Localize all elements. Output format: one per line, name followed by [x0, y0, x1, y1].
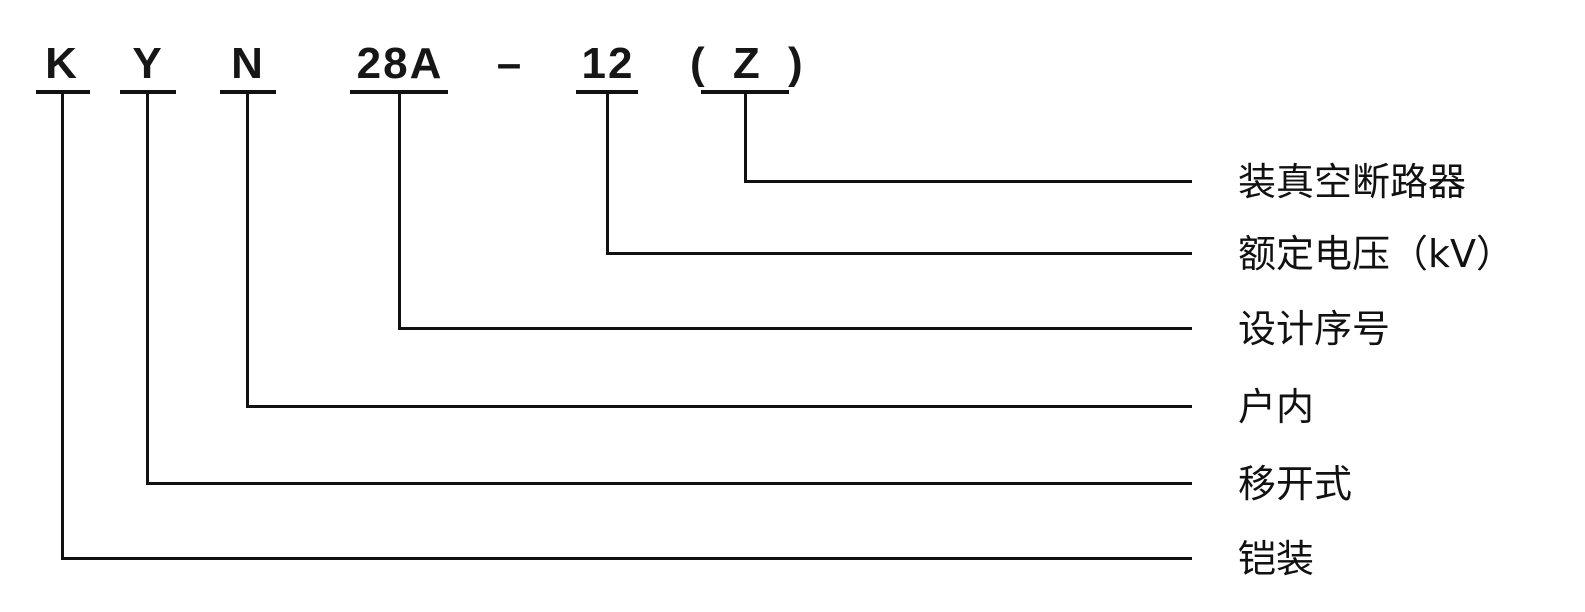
code-segment-n: N — [231, 39, 265, 88]
meaning-label-design-series: 设计序号 — [1238, 307, 1391, 351]
connector-k-horizontal — [61, 557, 1192, 560]
code-segment-z: ( Z ) — [690, 39, 811, 88]
connector-12-horizontal — [606, 252, 1192, 255]
connector-n-vertical — [246, 90, 249, 408]
code-segment-12: 12 — [581, 39, 635, 88]
meaning-label-withdrawable: 移开式 — [1238, 462, 1353, 506]
connector-n-horizontal — [246, 405, 1192, 408]
code-segment-y: Y — [132, 39, 164, 88]
meaning-label-indoor: 户内 — [1238, 385, 1315, 429]
connector-28a-horizontal — [398, 327, 1192, 330]
connector-z-horizontal — [744, 180, 1192, 183]
meaning-label-armored: 铠装 — [1238, 537, 1315, 581]
connector-y-vertical — [146, 90, 149, 485]
connector-28a-vertical — [398, 90, 401, 330]
connector-12-vertical — [606, 90, 609, 255]
code-segment-28a: 28A — [356, 39, 444, 88]
code-segment-k: K — [45, 39, 79, 88]
connector-k-vertical — [61, 90, 64, 560]
meaning-label-vacuum-breaker: 装真空断路器 — [1238, 160, 1467, 204]
code-segment-dash: – — [496, 39, 524, 88]
connector-y-horizontal — [146, 482, 1192, 485]
connector-z-vertical — [744, 90, 747, 183]
meaning-label-rated-voltage: 额定电压（kV） — [1238, 232, 1515, 276]
